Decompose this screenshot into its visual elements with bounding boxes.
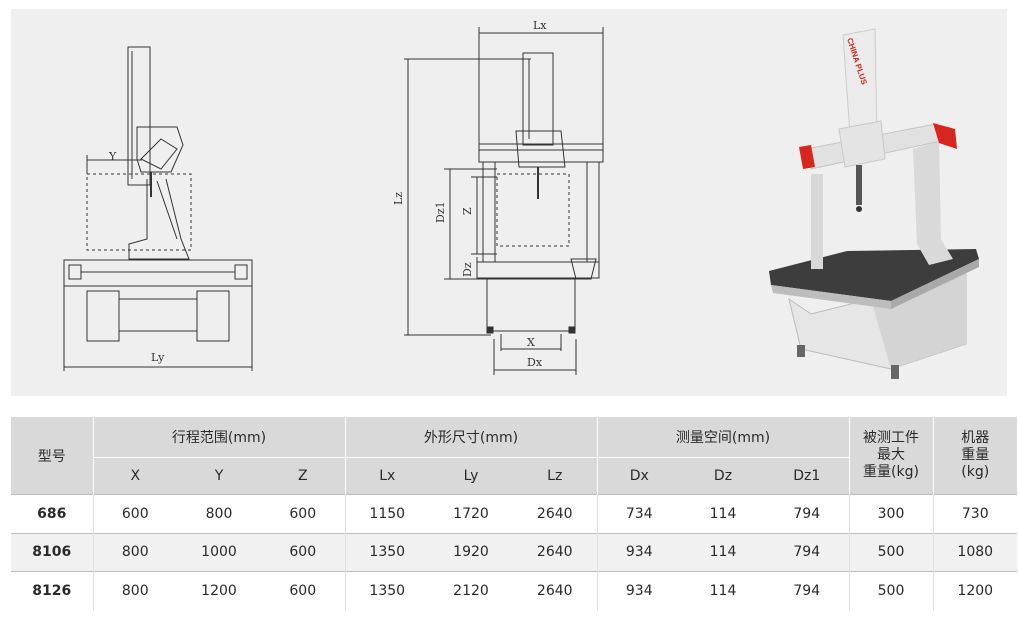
label-y: Y: [108, 150, 117, 163]
cell-max-weight: 500: [848, 533, 933, 572]
side-view-drawing: [63, 46, 253, 371]
cell-dx: 734: [596, 494, 681, 534]
label-lx: Lx: [533, 19, 547, 32]
subheader-z: Z: [261, 457, 345, 495]
cell-machine-weight: 1200: [932, 571, 1017, 610]
model-cell: 8126: [11, 571, 93, 610]
label-lz: Lz: [392, 192, 405, 205]
cell-lx: 1350: [344, 571, 429, 610]
cell-machine-weight: 1080: [932, 533, 1017, 572]
cell-ly: 1920: [429, 533, 513, 572]
cell-z: 600: [261, 533, 345, 572]
table-row: 8126 800 1200 600 1350 2120 2640 934 114…: [11, 571, 1017, 610]
cell-z: 600: [261, 571, 345, 610]
model-header: 型号: [11, 417, 93, 495]
cell-max-weight: 500: [848, 571, 933, 610]
label-dz1: Dz1: [434, 201, 447, 223]
cell-dz1: 794: [765, 571, 849, 610]
cell-dz: 114: [681, 533, 765, 572]
outline-size-header: 外形尺寸(mm): [344, 417, 597, 458]
max-workpiece-weight-header: 被测工件 最大 重量(kg): [848, 417, 933, 495]
left-end-cap: [799, 145, 815, 169]
max-weight-line-1: 被测工件: [863, 430, 919, 446]
cell-z: 600: [261, 494, 345, 534]
subheader-ly: Ly: [429, 457, 513, 495]
model-cell: 686: [11, 494, 93, 534]
cell-machine-weight: 730: [932, 494, 1017, 534]
drawings-panel: Y Ly: [11, 9, 1007, 396]
cell-lz: 2640: [513, 494, 597, 534]
subheader-lz: Lz: [513, 457, 597, 495]
cell-dz: 114: [681, 571, 765, 610]
machine-weight-line-1: 机器: [961, 430, 990, 446]
label-x: X: [527, 336, 535, 349]
label-dz: Dz: [461, 262, 474, 277]
spec-table: 型号 行程范围(mm) 外形尺寸(mm) 测量空间(mm) 被测工件 最大 重量…: [11, 417, 1017, 610]
max-weight-line-2: 最大: [877, 447, 905, 463]
drawings-svg: Y Ly: [63, 19, 979, 379]
label-ly: Ly: [151, 351, 165, 364]
right-end-cap: [933, 123, 957, 149]
front-view-drawing: [404, 27, 604, 375]
cell-y: 800: [177, 494, 261, 534]
model-cell: 8106: [11, 533, 93, 572]
table-row: 8106 800 1000 600 1350 1920 2640 934 114…: [11, 533, 1017, 572]
label-dx: Dx: [527, 356, 543, 369]
cell-dx: 934: [596, 533, 681, 572]
cell-y: 1200: [177, 571, 261, 610]
subheader-y: Y: [177, 457, 261, 495]
machine-weight-line-2: 重量: [961, 447, 990, 463]
cell-dz: 114: [681, 494, 765, 534]
machine-weight-line-3: (kg): [961, 464, 990, 480]
subheader-dz: Dz: [681, 457, 765, 495]
cell-max-weight: 300: [848, 494, 933, 534]
subheader-lx: Lx: [344, 457, 429, 495]
cell-x: 600: [92, 494, 177, 534]
subheader-dx: Dx: [596, 457, 681, 495]
cell-ly: 2120: [429, 571, 513, 610]
travel-range-header: 行程范围(mm): [92, 417, 345, 458]
cell-dz1: 794: [765, 533, 849, 572]
machine-photo: [769, 28, 979, 379]
cell-y: 1000: [177, 533, 261, 572]
cell-x: 800: [92, 571, 177, 610]
measuring-space-header: 测量空间(mm): [596, 417, 849, 458]
cell-dx: 934: [596, 571, 681, 610]
cell-lx: 1350: [344, 533, 429, 572]
cell-lx: 1150: [344, 494, 429, 534]
label-z: Z: [461, 207, 474, 215]
machine-weight-header: 机器 重量 (kg): [932, 417, 1017, 495]
cell-ly: 1720: [429, 494, 513, 534]
cell-dz1: 794: [765, 494, 849, 534]
cell-x: 800: [92, 533, 177, 572]
cell-lz: 2640: [513, 533, 597, 572]
subheader-x: X: [92, 457, 177, 495]
table-row: 686 600 800 600 1150 1720 2640 734 114 7…: [11, 494, 1017, 534]
cell-lz: 2640: [513, 571, 597, 610]
subheader-dz1: Dz1: [765, 457, 849, 495]
max-weight-line-3: 重量(kg): [863, 464, 919, 480]
